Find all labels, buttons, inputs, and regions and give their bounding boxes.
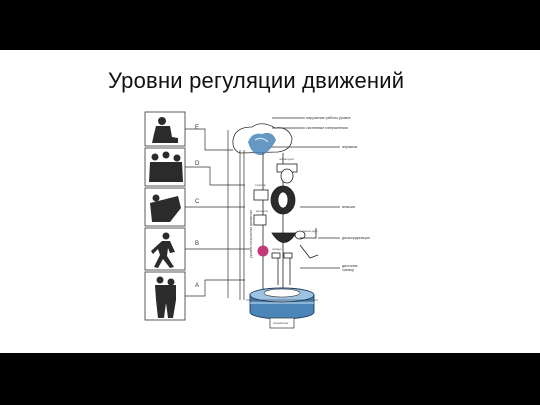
inner-label-5: таламус xyxy=(272,248,282,251)
block-2 xyxy=(253,214,267,226)
slide-title: Уровни регуляции движений xyxy=(108,68,405,93)
right-label-5: дискоординация xyxy=(342,236,370,240)
inner-label-4: красное ядро xyxy=(302,230,318,233)
movement-levels-diagram: E D C B A уровни построения движе xyxy=(144,111,370,329)
right-labels: нарушение работы уровня системные гиперк… xyxy=(306,116,370,272)
central-column xyxy=(253,153,319,305)
level-d-letter: D xyxy=(195,161,200,167)
right-label-1: нарушение работы уровня xyxy=(306,116,350,120)
runner-figure xyxy=(151,232,175,268)
inner-labels: лобная доля стриатум моз-жечок красное я… xyxy=(255,158,318,325)
inner-label-2: стриатум xyxy=(255,184,266,187)
right-label-7: тремор xyxy=(342,268,354,272)
reclining-figure xyxy=(150,194,181,222)
inner-label-3: моз-жечок xyxy=(256,210,269,213)
spinal-cylinder xyxy=(246,287,318,320)
right-label-3: апраксия xyxy=(342,145,357,149)
level-b-letter: B xyxy=(195,241,199,247)
block-1 xyxy=(253,189,269,201)
level-a-letter: A xyxy=(195,283,199,289)
inner-label-6: спинной мозг xyxy=(273,322,288,325)
thinker-figure xyxy=(152,117,178,143)
level-letters: E D C B A xyxy=(195,125,200,289)
base-label-box xyxy=(269,317,295,329)
level-c-letter: C xyxy=(195,199,200,205)
accent-dot xyxy=(257,245,269,257)
slide: Уровни регуляции движений xyxy=(0,50,540,353)
right-label-2: системные гиперкинезии xyxy=(306,126,348,130)
middle-cup xyxy=(271,232,297,243)
level-e-letter: E xyxy=(195,125,199,131)
vertical-label: уровни построения движения xyxy=(249,210,253,258)
small-ball xyxy=(294,230,306,240)
group-figure xyxy=(149,151,183,182)
right-label-6: дистония xyxy=(342,264,357,268)
standing-figure xyxy=(155,276,176,318)
cortex-shape xyxy=(232,123,293,156)
inner-label-1: лобная доля xyxy=(279,158,294,161)
right-label-4: атаксия xyxy=(342,205,355,209)
